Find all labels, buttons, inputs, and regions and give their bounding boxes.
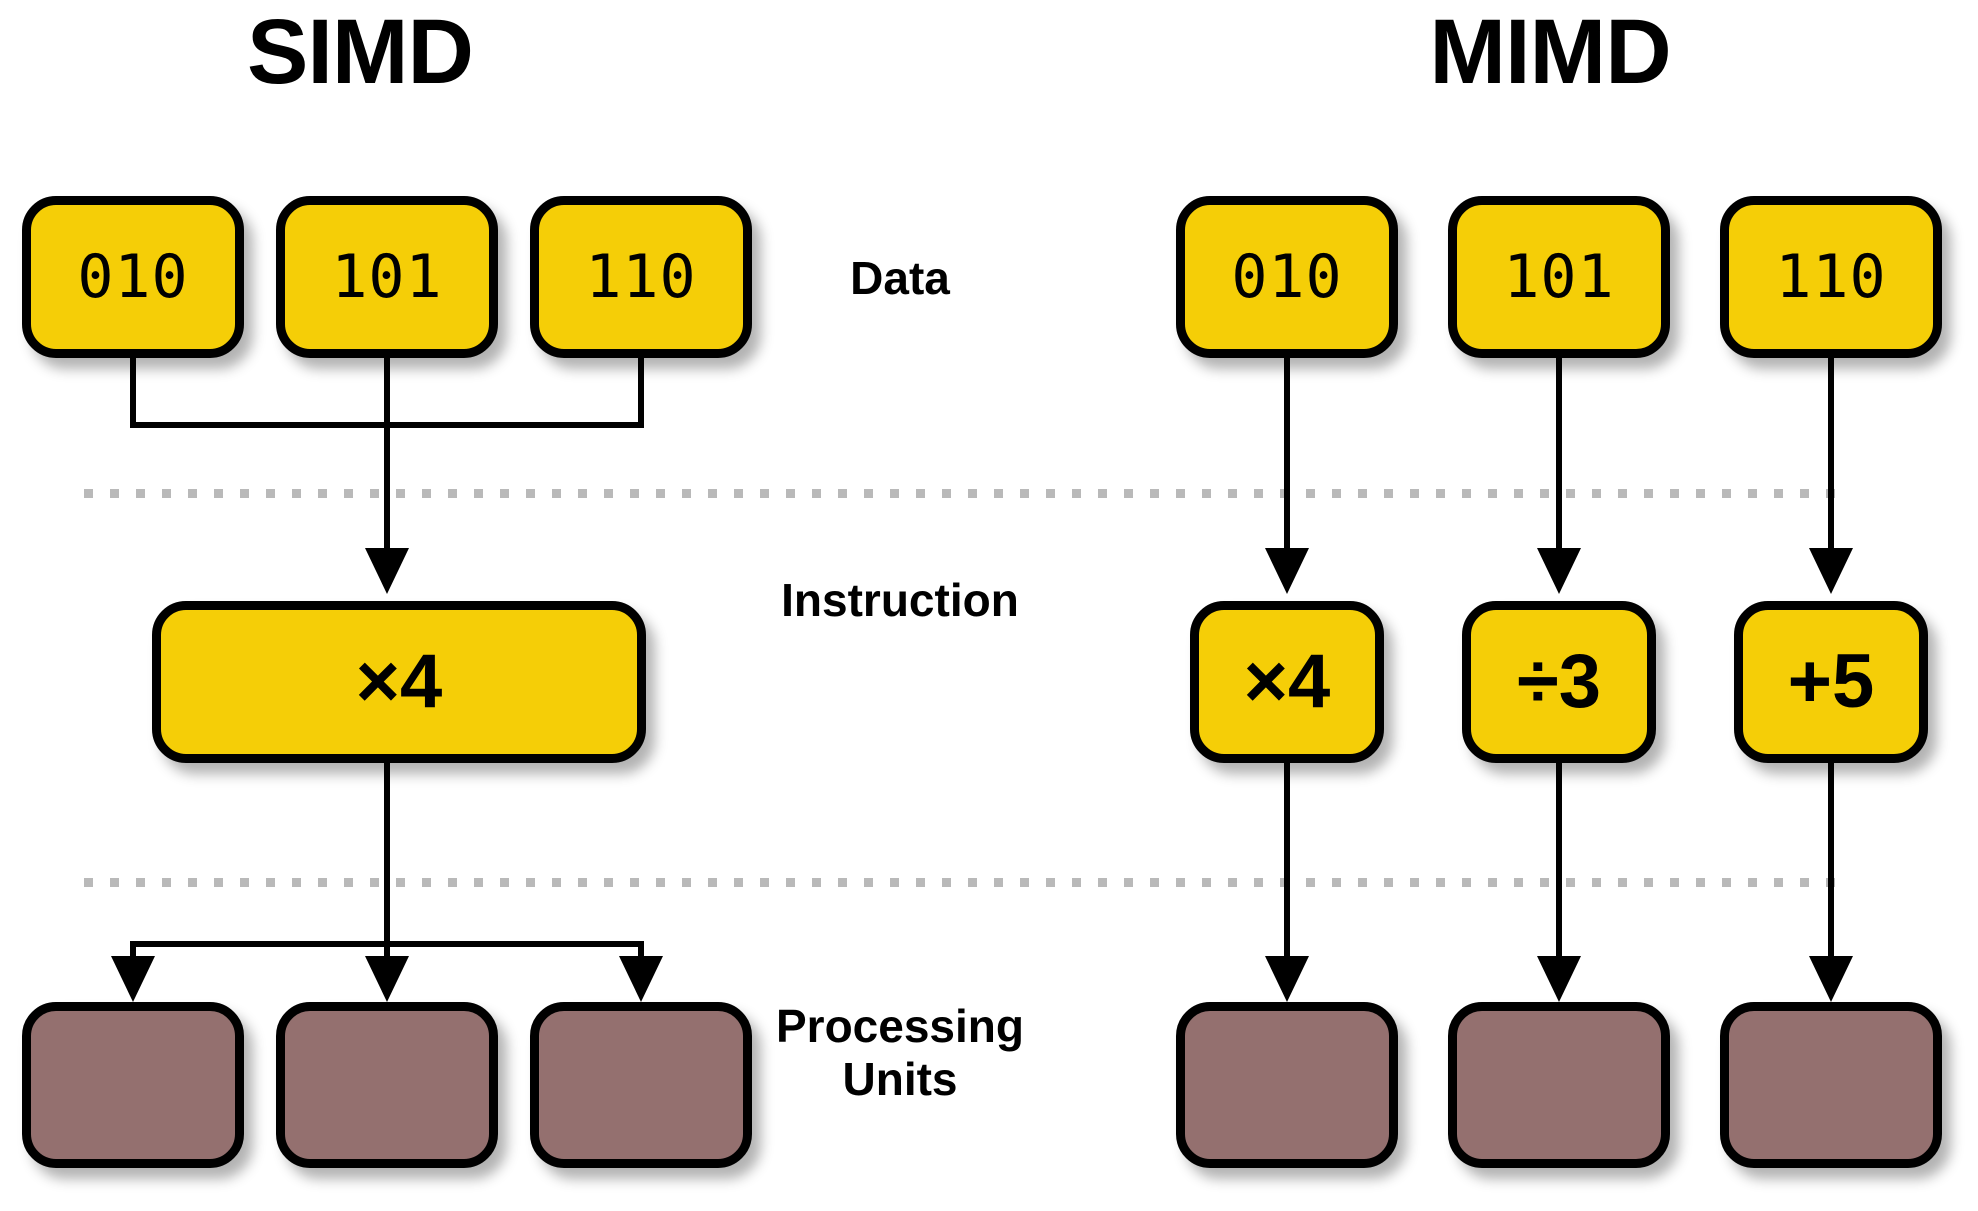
simd-data-box-3[interactable]: 110: [530, 196, 752, 358]
simd-data-value-2: 101: [331, 242, 443, 312]
simd-instruction-value-1: ×4: [355, 639, 443, 724]
simd-pu-arrowhead-2: [365, 956, 409, 1002]
mimd-data-box-3[interactable]: 110: [1720, 196, 1942, 358]
mimd-datalink-3: [1828, 356, 1834, 552]
simd-data-value-1: 010: [77, 242, 189, 312]
mimd-instruction-box-1[interactable]: ×4: [1190, 601, 1384, 763]
mimd-data-value-2: 101: [1503, 242, 1615, 312]
mimd-instruction-value-1: ×4: [1243, 639, 1331, 724]
simd-processing-unit-2[interactable]: [276, 1002, 498, 1168]
simd-pu-arrowhead-1: [111, 956, 155, 1002]
simd-datalink-stub-3: [638, 356, 644, 428]
mimd-pu-arrowhead-3: [1809, 956, 1853, 1002]
mimd-datalink-2: [1556, 356, 1562, 552]
mimd-pulink-1: [1284, 761, 1290, 961]
mimd-datalink-1: [1284, 356, 1290, 552]
mimd-processing-unit-2[interactable]: [1448, 1002, 1670, 1168]
mimd-data-arrowhead-1: [1265, 548, 1309, 594]
mimd-data-value-1: 010: [1231, 242, 1343, 312]
simd-pu-arrowhead-3: [619, 956, 663, 1002]
simd-instruction-trunk: [384, 761, 390, 947]
mimd-instruction-value-2: ÷3: [1517, 639, 1601, 724]
mimd-data-box-1[interactable]: 010: [1176, 196, 1398, 358]
row-label-processing-units: Processing Units: [776, 1000, 1024, 1106]
mimd-data-arrowhead-3: [1809, 548, 1853, 594]
mimd-instruction-box-3[interactable]: +5: [1734, 601, 1928, 763]
simd-pulink-stub-1: [130, 941, 136, 961]
mimd-processing-unit-1[interactable]: [1176, 1002, 1398, 1168]
mimd-instruction-value-3: +5: [1787, 639, 1875, 724]
mimd-data-value-3: 110: [1775, 242, 1887, 312]
simd-data-trunk: [384, 422, 390, 552]
separator-instruction-processing: [84, 878, 1836, 887]
simd-processing-unit-3[interactable]: [530, 1002, 752, 1168]
simd-title: SIMD: [247, 1, 474, 103]
simd-pulink-stub-3: [638, 941, 644, 961]
mimd-instruction-box-2[interactable]: ÷3: [1462, 601, 1656, 763]
mimd-pulink-3: [1828, 761, 1834, 961]
simd-processing-unit-1[interactable]: [22, 1002, 244, 1168]
mimd-pu-arrowhead-2: [1537, 956, 1581, 1002]
mimd-processing-unit-3[interactable]: [1720, 1002, 1942, 1168]
simd-data-box-1[interactable]: 010: [22, 196, 244, 358]
row-label-instruction: Instruction: [781, 574, 1019, 626]
simd-datalink-stub-2: [384, 356, 390, 428]
mimd-pu-arrowhead-1: [1265, 956, 1309, 1002]
simd-instruction-box-1[interactable]: ×4: [152, 601, 646, 763]
mimd-pulink-2: [1556, 761, 1562, 961]
separator-data-instruction: [84, 489, 1836, 498]
simd-data-box-2[interactable]: 101: [276, 196, 498, 358]
simd-datalink-stub-1: [130, 356, 136, 428]
simd-data-arrowhead: [365, 548, 409, 594]
mimd-title: MIMD: [1429, 1, 1671, 103]
mimd-data-arrowhead-2: [1537, 548, 1581, 594]
simd-pulink-stub-2: [384, 941, 390, 961]
simd-data-value-3: 110: [585, 242, 697, 312]
row-label-data: Data: [850, 252, 950, 304]
mimd-data-box-2[interactable]: 101: [1448, 196, 1670, 358]
